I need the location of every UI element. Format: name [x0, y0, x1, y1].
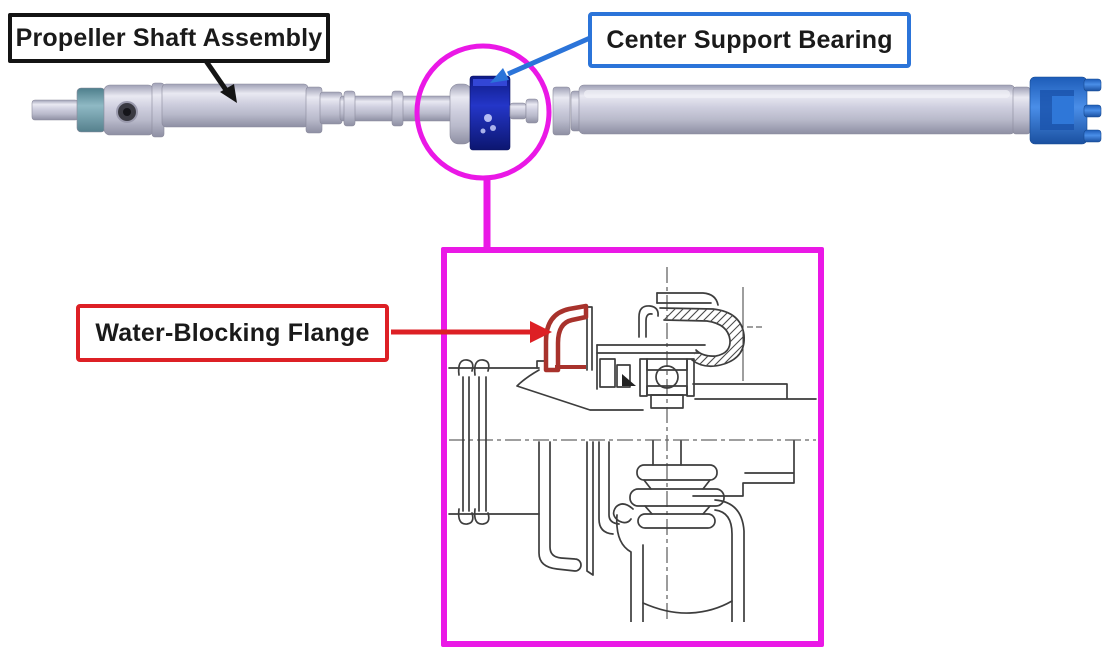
support-strap-section: [612, 499, 745, 622]
left-shaft-section: [448, 359, 644, 525]
center-support-bearing-part: [469, 75, 511, 151]
magnifier-circle: [414, 43, 552, 181]
label-center-support-bearing: Center Support Bearing: [588, 12, 911, 68]
detail-cross-section-drawing: [448, 267, 817, 622]
callout-arrow-black: [203, 59, 237, 103]
seal-section: [622, 374, 636, 386]
figure-canvas: Propeller Shaft Assembly Center Support …: [8, 12, 1102, 647]
shield-and-plate: [538, 306, 620, 576]
bracket-arm: [596, 344, 706, 390]
label-text: Center Support Bearing: [606, 25, 893, 54]
right-shaft-section: [692, 383, 817, 497]
centerlines: [449, 267, 816, 622]
label-propeller-shaft-assembly: Propeller Shaft Assembly: [8, 13, 330, 63]
detail-zoom-frame: [441, 247, 824, 647]
bellows-section: [629, 440, 725, 529]
label-water-blocking-flange: Water-Blocking Flange: [76, 304, 389, 362]
u-joint: [103, 84, 155, 136]
label-text: Water-Blocking Flange: [95, 318, 370, 347]
label-text: Propeller Shaft Assembly: [15, 23, 323, 52]
callout-arrow-blue: [490, 35, 592, 83]
collar-teal: [76, 87, 106, 133]
propeller-shaft-render: [31, 75, 1102, 151]
ball-bearing-section: [639, 358, 695, 409]
end-yoke-blue: [1029, 76, 1102, 145]
